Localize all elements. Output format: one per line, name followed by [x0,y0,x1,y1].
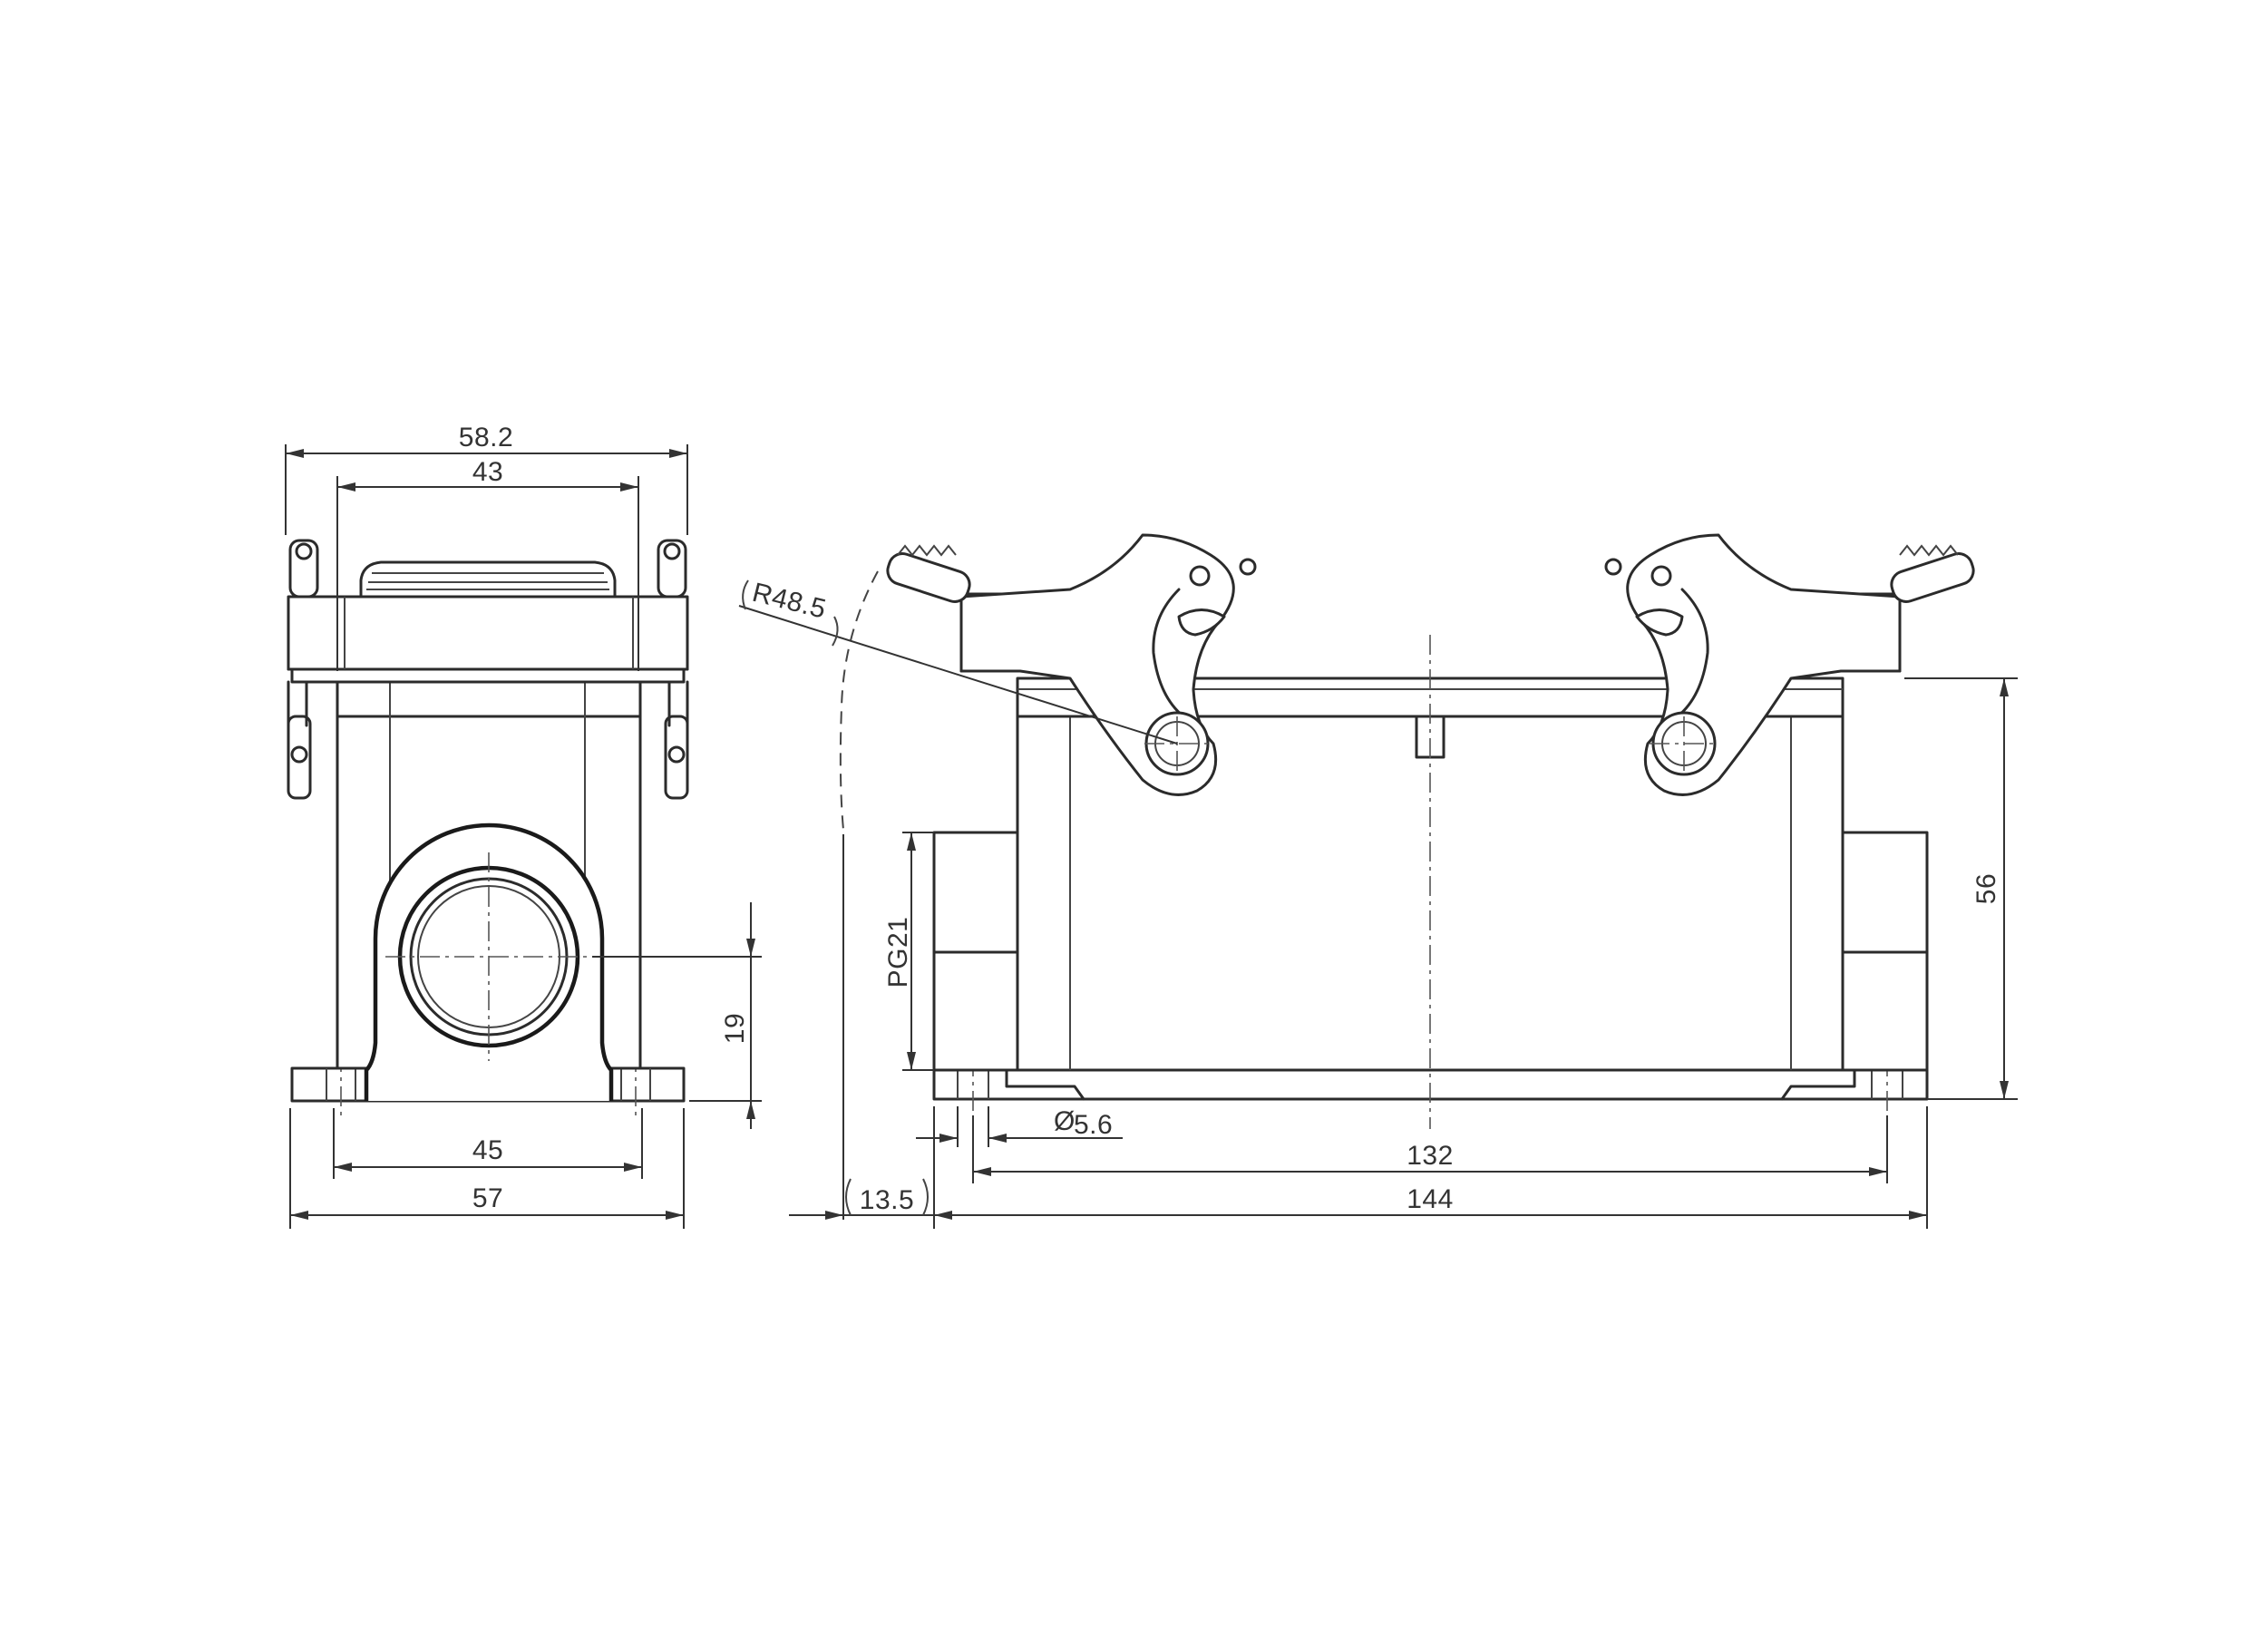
dim-5-6-label: 5.6 [1074,1110,1113,1140]
dim-43-label: 43 [472,457,503,487]
dim-front-thread: PG21 [883,832,934,1071]
dim-side-hole-spacing: 45 [333,1108,643,1179]
side-lid-hood [359,560,617,599]
dim-side-overall-top: 58.2 [285,423,688,535]
dim-132-label: 132 [1407,1141,1454,1171]
dim-r48-5-label: R48.5 [749,578,829,625]
dim-side-base-width: 57 [289,1108,685,1229]
front-lever-right [1604,533,1975,796]
side-lever-right-bottom [664,715,689,800]
dim-front-hole-diameter: Ø 5.6 [916,1106,1123,1147]
dim-57-label: 57 [472,1183,503,1213]
dim-front-overall-length: 144 [933,1106,1928,1229]
front-lever-left [886,533,1257,796]
dim-front-hole-spacing: 132 [972,1115,1888,1183]
side-view: 58.2 43 45 57 19 [285,423,762,1229]
dim-56-label: 56 [1971,873,2001,904]
dim-side-entry-height: 19 [592,902,762,1129]
dim-144-label: 144 [1407,1184,1454,1214]
dim-19-label: 19 [720,1013,750,1044]
dim-front-height: 56 [1904,677,2018,1100]
side-lid-frame [287,595,689,671]
dim-45-label: 45 [472,1135,503,1165]
dim-pg21-label: PG21 [883,917,913,988]
dim-side-inner-top: 43 [336,457,639,671]
dim-diameter-symbol: Ø [1054,1106,1076,1136]
side-lever-left-top [288,539,319,599]
dim-front-clearance: 13.5 [789,1178,934,1220]
front-swing-radius-arc [839,570,879,831]
front-view: R48.5 PG21 56 Ø 5.6 [738,533,2018,1229]
side-lever-left-bottom [287,715,312,800]
dim-58-2-label: 58.2 [459,423,513,453]
dim-13-5-label: 13.5 [860,1185,914,1215]
side-lever-right-top [657,539,687,599]
